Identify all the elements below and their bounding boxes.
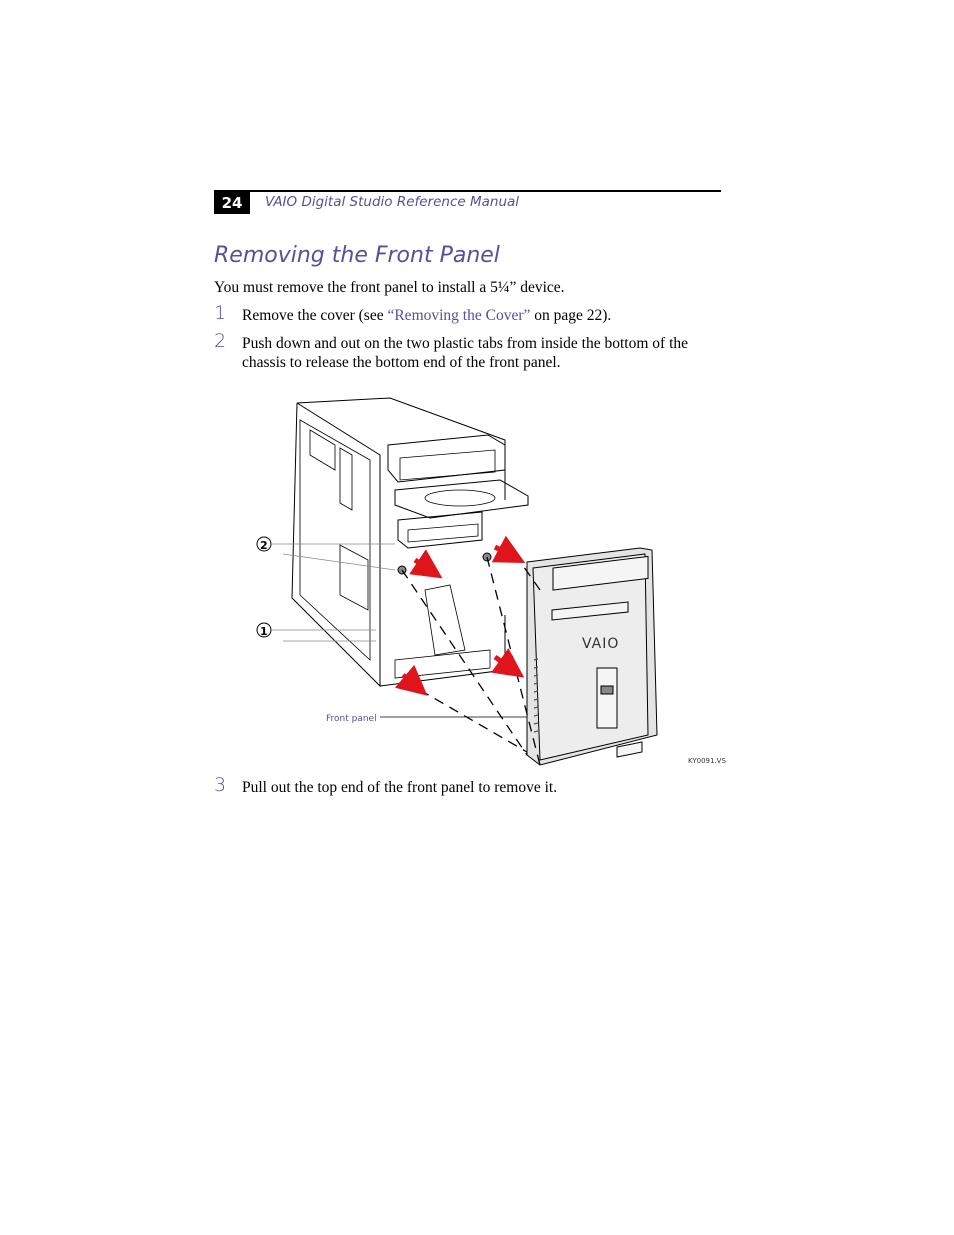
front-panel-label: Front panel [326,714,377,724]
step-text-part: Remove the cover (see [242,307,388,324]
callout-1: 1 [260,625,268,638]
callout-2: 2 [260,539,268,552]
cross-reference-link[interactable]: “Removing the Cover” [387,307,531,324]
front-panel-removal-illustration: VAIO 2 1 Front panel KY0091.VS [256,397,726,766]
step-text: Remove the cover (see “Removing the Cove… [242,306,722,325]
step-number: 1 [214,302,227,324]
pull-arrows [394,535,526,696]
figure-code: KY0091.VS [688,757,726,765]
step-number: 3 [214,774,227,796]
intro-paragraph: You must remove the front panel to insta… [214,279,565,296]
running-title: VAIO Digital Studio Reference Manual [265,194,520,210]
step-text-part: on page 22). [530,307,612,324]
vaio-logo: VAIO [582,636,619,652]
section-title: Removing the Front Panel [214,243,500,268]
page-number: 24 [214,192,250,214]
step-text: Push down and out on the two plastic tab… [242,335,689,371]
step-number: 2 [214,330,227,352]
step-text: Pull out the top end of the front panel … [242,779,558,796]
header-rule [214,190,721,192]
